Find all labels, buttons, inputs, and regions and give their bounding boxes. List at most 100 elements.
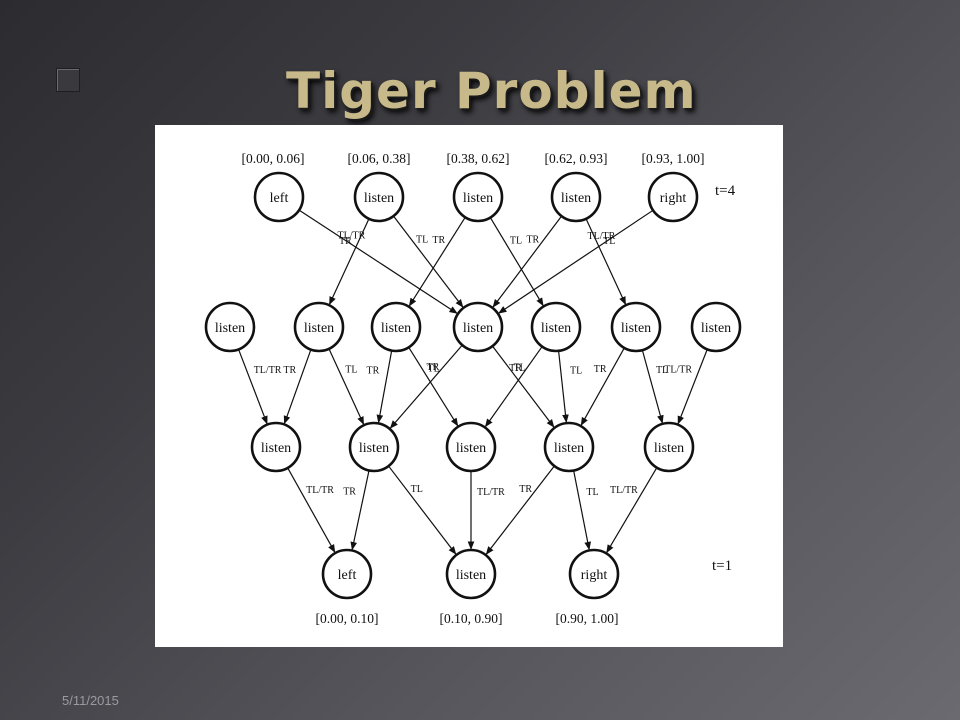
node-action-label: listen (561, 191, 591, 206)
transition-edge (408, 347, 459, 427)
node-circle (250, 421, 302, 473)
node-action-label: listen (554, 441, 584, 456)
edge-observation-label: TR (367, 366, 380, 377)
node-action-label: listen (456, 568, 486, 583)
transition-edge (328, 348, 365, 426)
transition-edge (283, 349, 312, 425)
policy-tree-diagram: left listen listen listen right listen listen l… (204, 151, 742, 626)
edge-observation-label: TR (283, 365, 296, 376)
action-node: right (568, 548, 620, 600)
action-node: listen (452, 171, 504, 223)
transition-edge (489, 217, 544, 307)
edge-observation-label: TL/TR (610, 485, 638, 496)
belief-interval-top: [0.93, 1.00] (642, 151, 705, 166)
edge-observation-label: TL (510, 235, 522, 246)
transition-edge (238, 349, 268, 425)
transition-edge (350, 470, 370, 551)
node-action-label: listen (381, 321, 411, 336)
transition-edge (484, 346, 543, 428)
node-action-label: listen (304, 321, 334, 336)
node-action-label: listen (621, 321, 651, 336)
title-bullet-icon (56, 68, 80, 92)
nodes-layer: left listen listen listen right listen listen l… (204, 171, 742, 600)
node-circle (370, 301, 422, 353)
edge-observation-label: TL (656, 365, 668, 376)
transition-edge (485, 465, 555, 555)
node-action-label: listen (261, 441, 291, 456)
footer-date: 5/11/2015 (62, 693, 119, 708)
node-action-label: listen (463, 321, 493, 336)
edge-observation-label: TL/TR (254, 365, 282, 376)
action-node: listen (530, 301, 582, 353)
transition-edge (573, 470, 592, 551)
belief-interval-top: [0.00, 0.06] (242, 151, 305, 166)
action-node: listen (643, 421, 695, 473)
node-circle (445, 548, 497, 600)
action-node: listen (353, 171, 405, 223)
node-action-label: left (338, 568, 357, 583)
action-node: right (647, 171, 699, 223)
action-node: listen (610, 301, 662, 353)
transition-edge (677, 349, 708, 425)
slide-title: Tiger Problem (286, 62, 697, 120)
node-circle (610, 301, 662, 353)
transition-edge (298, 209, 458, 314)
node-action-label: listen (364, 191, 394, 206)
action-node: left (253, 171, 305, 223)
edge-observation-label: TL (416, 234, 428, 245)
transition-edge (492, 215, 563, 308)
belief-interval-bottom: [0.10, 0.90] (440, 611, 503, 626)
action-node: listen (250, 421, 302, 473)
action-node: listen (550, 171, 602, 223)
transition-edge (580, 347, 625, 426)
node-circle (445, 421, 497, 473)
edge-observation-label: TL/TR (306, 485, 334, 496)
action-node: listen (370, 301, 422, 353)
edge-observation-label: TR (339, 236, 352, 247)
node-action-label: right (581, 568, 608, 583)
node-action-label: left (270, 191, 289, 206)
transition-edge (376, 350, 393, 424)
stage-label-top: t=4 (715, 183, 736, 199)
transition-edge (498, 209, 654, 314)
node-circle (452, 171, 504, 223)
edge-observation-label: TL/TR (587, 231, 615, 242)
edge-observation-label: TL/TR (477, 487, 505, 498)
transition-edge (328, 218, 370, 306)
action-node: listen (452, 301, 504, 353)
node-action-label: listen (654, 441, 684, 456)
node-action-label: listen (463, 191, 493, 206)
action-node: listen (543, 421, 595, 473)
transition-edge (557, 350, 569, 423)
node-circle (321, 548, 373, 600)
stage-label-bottom: t=1 (712, 558, 732, 574)
node-circle (253, 171, 305, 223)
node-circle (690, 301, 742, 353)
edge-observation-label: TL (586, 487, 598, 498)
action-node: listen (445, 421, 497, 473)
transition-edge (585, 218, 627, 306)
transition-edge (393, 215, 464, 308)
node-action-label: listen (541, 321, 571, 336)
node-action-label: listen (215, 321, 245, 336)
action-node: listen (293, 301, 345, 353)
edge-observation-label: TL/TR (338, 231, 366, 242)
transition-edge (606, 467, 658, 554)
belief-interval-bottom: [0.00, 0.10] (316, 611, 379, 626)
edge-observation-label: TR (509, 363, 522, 374)
edge-observation-label: TR (432, 235, 445, 246)
node-action-label: listen (359, 441, 389, 456)
edge-observation-label: TR (526, 235, 539, 246)
node-circle (353, 171, 405, 223)
action-node: listen (204, 301, 256, 353)
transition-edge (492, 345, 555, 428)
belief-interval-top: [0.38, 0.62] (447, 151, 510, 166)
edge-observation-label: TR (427, 362, 440, 373)
policy-tree-figure: left listen listen listen right listen listen l… (155, 125, 783, 647)
belief-interval-top: [0.62, 0.93] (545, 151, 608, 166)
node-circle (293, 301, 345, 353)
action-node: listen (445, 548, 497, 600)
transition-edge (388, 465, 457, 555)
node-circle (643, 421, 695, 473)
